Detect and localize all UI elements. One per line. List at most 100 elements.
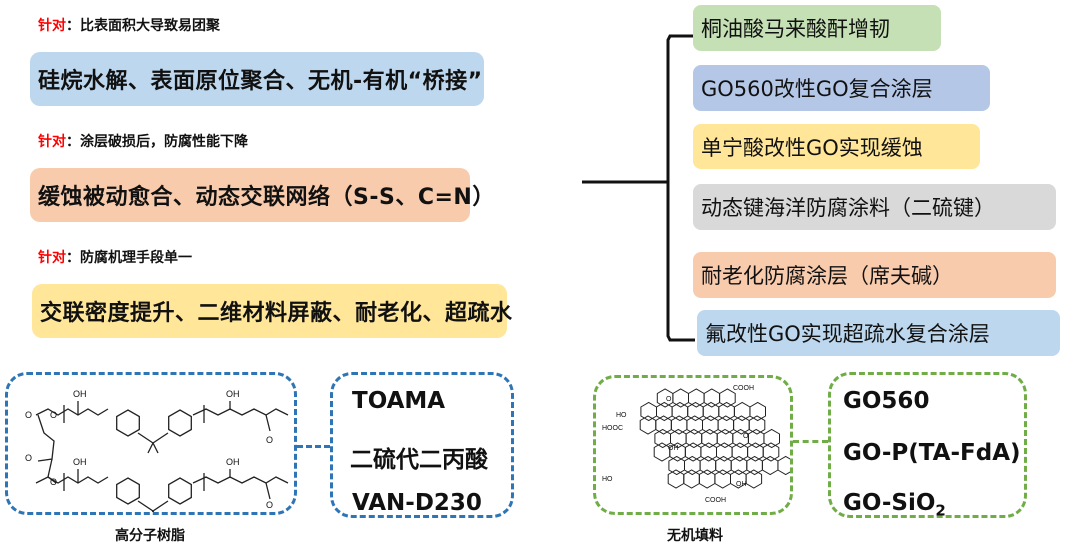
ring (714, 469, 731, 489)
target-sep: ： (66, 18, 80, 34)
oh-label: OH (73, 389, 87, 399)
solution-box-3: 交联密度提升、二维材料屏蔽、耐老化、超疏水 (32, 284, 512, 338)
bond (152, 442, 159, 454)
ring (683, 469, 700, 489)
cooh-label: COOH (705, 497, 726, 504)
ring (655, 415, 672, 435)
target-text: 涂层破损后，防腐性能下降 (80, 134, 248, 150)
ring (747, 442, 764, 462)
ring (700, 442, 717, 462)
o-label: O (25, 410, 32, 420)
target-3: 针对：防腐机理手段单一 (38, 247, 192, 267)
solution-box-2: 缓蚀被动愈合、动态交联网络（S-S、C=N） (30, 168, 494, 222)
filler-structure-box: COOH HOOC HO HO OH OH COOH O O (593, 375, 793, 515)
target-2: 针对：涂层破损后，防腐性能下降 (38, 131, 248, 151)
filler-materials-box (828, 372, 1027, 518)
ring (168, 409, 192, 437)
ring (703, 388, 721, 408)
target-sep: ： (66, 250, 80, 266)
resin-materials-box (330, 372, 514, 518)
graphene-oxide-image: COOH HOOC HO HO OH OH COOH O O (602, 385, 790, 504)
o-label: O (25, 453, 32, 463)
ring (656, 401, 673, 422)
bond (192, 476, 289, 484)
ring (761, 455, 779, 476)
ring (699, 455, 717, 476)
target-text: 比表面积大导致易团聚 (80, 18, 220, 34)
ring (168, 477, 192, 505)
ring (716, 428, 734, 449)
ring (715, 455, 732, 476)
solution-box-1: 硅烷水解、表面原位聚合、无机-有机“桥接” (30, 52, 484, 106)
ring (702, 415, 719, 435)
material-toama: TOAMA (352, 388, 446, 414)
ring (640, 401, 657, 422)
ring (731, 442, 749, 462)
ring (698, 469, 716, 489)
ring (763, 428, 780, 449)
ring (686, 415, 703, 435)
ring (748, 415, 766, 435)
go-sio2-text: GO-SiO (843, 490, 936, 516)
target-sep: ： (66, 134, 80, 150)
cooh-label: COOH (733, 385, 754, 392)
o-label: O (50, 477, 57, 487)
resin-caption: 高分子树脂 (115, 528, 185, 544)
material-go-p-ta-fda: GO-P(TA-FdA) (843, 440, 1021, 466)
method-box-6: 氟改性GO实现超疏水复合涂层 (697, 310, 1060, 356)
method-box-4: 动态键海洋防腐涂料（二硫键） (693, 184, 1056, 230)
material-go-sio2: GO-SiO2 (843, 490, 946, 520)
resin-structure-box: OH OH OH OH O O O O O O (5, 372, 297, 515)
o-label: O (266, 435, 273, 445)
ring (716, 442, 733, 462)
epoxy-o-label: O (666, 396, 672, 403)
bond (265, 482, 271, 500)
method-box-5: 耐老化防腐涂层（席夫碱） (693, 252, 1056, 298)
oh-label: OH (736, 481, 747, 488)
ring (717, 415, 735, 435)
ring (733, 401, 751, 422)
target-label: 针对 (38, 250, 66, 266)
resin-connector (297, 445, 330, 448)
ring (667, 469, 685, 489)
ring (116, 409, 140, 437)
bond (147, 442, 154, 454)
ring (762, 442, 780, 462)
bond (152, 510, 155, 512)
ring (672, 388, 689, 408)
ring (687, 401, 704, 422)
ring (639, 415, 657, 435)
bond (137, 432, 169, 444)
target-text: 防腐机理手段单一 (80, 250, 192, 266)
subscript-2: 2 (935, 501, 946, 520)
ring (746, 455, 763, 476)
ho-label: HO (602, 476, 613, 483)
bond (35, 408, 109, 416)
filler-caption: 无机填料 (667, 528, 723, 544)
oh-label: OH (668, 445, 679, 452)
ring (730, 455, 748, 476)
ring (701, 428, 718, 449)
target-label: 针对 (38, 18, 66, 34)
ring (684, 442, 702, 462)
target-label: 针对 (38, 134, 66, 150)
oh-label: OH (226, 389, 240, 399)
material-van-d230: VAN-D230 (352, 490, 482, 516)
bond (137, 500, 169, 512)
resin-structure-image: OH OH OH OH O O O O O O (25, 389, 289, 512)
oh-label: OH (73, 457, 87, 467)
material-dithiodipropionic-acid: 二硫代二丙酸 (350, 447, 488, 473)
epoxy-o-label: O (743, 433, 749, 440)
ring (777, 455, 790, 476)
ring (671, 401, 689, 422)
material-go560: GO560 (843, 388, 930, 414)
ring (745, 469, 763, 489)
method-box-3: 单宁酸改性GO实现缓蚀 (693, 124, 980, 169)
ring (702, 401, 720, 422)
ring (685, 428, 703, 449)
ring (116, 477, 140, 505)
ring (688, 388, 705, 408)
ring (749, 401, 766, 422)
